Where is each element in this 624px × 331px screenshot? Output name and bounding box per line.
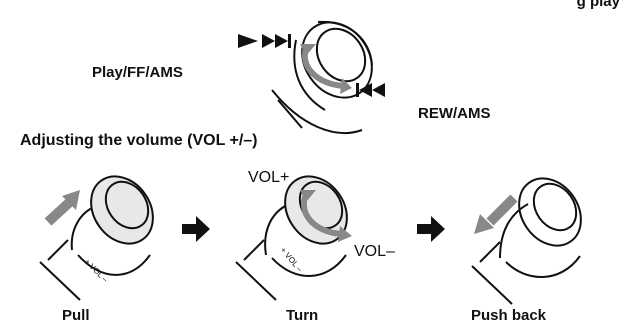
rewind-symbol bbox=[356, 83, 385, 97]
pull-arrow-icon bbox=[44, 190, 80, 226]
turn-curved-arrow-icon bbox=[300, 190, 352, 242]
push-knob-illustration bbox=[471, 177, 582, 305]
step-label-pull: Pull bbox=[62, 307, 90, 324]
step-label-turn: Turn bbox=[286, 307, 319, 324]
play-ff-symbol bbox=[238, 34, 291, 48]
step-label-push-back: Push back bbox=[471, 307, 547, 324]
push-arrow-icon bbox=[474, 194, 518, 234]
vol-plus-label: VOL+ bbox=[248, 169, 290, 186]
pull-knob-illustration bbox=[39, 175, 154, 301]
rew-ams-label: REW/AMS bbox=[418, 105, 491, 122]
play-ff-ams-label: Play/FF/AMS bbox=[92, 64, 183, 81]
page-header-fragment: g play bbox=[576, 0, 620, 10]
step-arrow-icon bbox=[417, 216, 445, 242]
vol-minus-label: VOL– bbox=[354, 243, 395, 260]
section-heading: Adjusting the volume (VOL +/–) bbox=[20, 132, 258, 149]
top-knob-illustration bbox=[271, 20, 373, 135]
curved-double-arrow-icon bbox=[300, 44, 352, 94]
step-arrow-icon bbox=[182, 216, 210, 242]
